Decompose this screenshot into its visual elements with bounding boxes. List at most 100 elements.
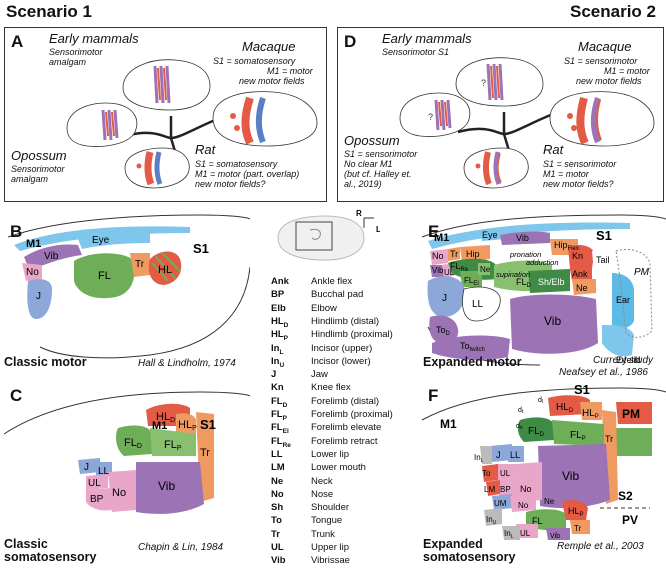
f-lm-label: LM bbox=[484, 485, 495, 494]
e-vib-top-label: Vib bbox=[516, 233, 529, 243]
e-s1-label: S1 bbox=[596, 228, 612, 243]
e-pm-label: PM bbox=[634, 267, 650, 278]
legend-abbr: Vib bbox=[271, 555, 286, 567]
f-m1-label: M1 bbox=[440, 417, 457, 431]
e-no-label: No bbox=[432, 251, 444, 261]
c-m1-label: M1 bbox=[152, 420, 167, 432]
opossum-desc-2: amalgam bbox=[11, 174, 49, 184]
rat-brain-d bbox=[463, 147, 529, 189]
e-kn bbox=[568, 245, 594, 269]
panel-f-map: M1 S1 PM S2 PV HLD HLP Tr FLD FLP dl dt … bbox=[421, 382, 666, 540]
panel-f-label: F bbox=[428, 386, 439, 405]
panel-a-brains bbox=[66, 59, 318, 189]
c-no-label: No bbox=[112, 487, 126, 499]
fl-area bbox=[74, 253, 135, 299]
e-eye-area bbox=[480, 231, 506, 241]
f-s2-fl-label: FL bbox=[532, 516, 543, 526]
hlp-area bbox=[176, 413, 196, 438]
f-bp-label: BP bbox=[500, 485, 511, 494]
ll-area bbox=[96, 462, 112, 476]
f-flp-label: FLP bbox=[570, 430, 586, 442]
opossum-desc-4-d: al., 2019) bbox=[344, 179, 382, 189]
e-m1-band bbox=[428, 222, 630, 249]
f-to-label: To bbox=[482, 469, 491, 478]
rat-brain bbox=[124, 147, 190, 189]
macaque-desc-2: M1 = motor bbox=[267, 66, 313, 76]
panel-e-map: M1 S1 Eye Vib No Tr Hip HipFlex Kn Ank T… bbox=[421, 214, 666, 366]
c-j-label: J bbox=[84, 462, 89, 473]
e-hip-label: Hip bbox=[466, 249, 480, 259]
f-pm-label: PM bbox=[622, 407, 640, 421]
f-to bbox=[482, 464, 498, 482]
f-fld-label: FLD bbox=[528, 426, 545, 438]
b-m1-label: M1 bbox=[26, 238, 41, 250]
panel-f-citation: Remple et al., 2003 bbox=[557, 541, 644, 552]
panel-b-citation: Hall & Lindholm, 1974 bbox=[138, 358, 236, 369]
f-s2-vib bbox=[546, 528, 570, 540]
macaque-desc-3-d: new motor fields bbox=[576, 76, 642, 86]
legend-description: Knee flex bbox=[311, 382, 351, 394]
e-to-d bbox=[429, 315, 459, 344]
e-eyelid bbox=[602, 325, 634, 357]
e-ne-label: Ne bbox=[480, 265, 491, 274]
macaque-brain-d bbox=[549, 91, 655, 147]
legend-description: Hindlimb (proximal) bbox=[311, 329, 393, 341]
scenario-2-title: Scenario 2 bbox=[570, 2, 656, 21]
f-inu-label: InU bbox=[486, 515, 497, 526]
e-tail-label: Tail bbox=[596, 255, 610, 265]
legend-description: Incisor (lower) bbox=[311, 355, 371, 367]
panel-c-citation: Chapin & Lin, 1984 bbox=[138, 542, 224, 553]
f-no bbox=[516, 462, 542, 502]
legend-description: Forelimb retract bbox=[311, 435, 378, 447]
e-sh-elb bbox=[528, 269, 570, 293]
legend-abbr: J bbox=[271, 369, 277, 381]
macaque-title: Macaque bbox=[242, 39, 296, 54]
panel-a-label: A bbox=[11, 32, 24, 51]
e-to-twitch-label: Totwitch bbox=[460, 341, 485, 353]
f-um-label: UM bbox=[494, 499, 507, 508]
orient-l: L bbox=[376, 225, 380, 234]
legend-abbr: Ne bbox=[271, 475, 284, 487]
legend-description: Trunk bbox=[311, 528, 335, 540]
early-mammals-title: Early mammals bbox=[49, 31, 139, 46]
opossum-desc-1-d: S1 = sensorimotor bbox=[344, 149, 418, 159]
f-j-label: J bbox=[496, 450, 501, 460]
e-to-d-label: ToD bbox=[436, 325, 451, 337]
tr-area bbox=[130, 253, 150, 277]
legend-description: Vibrissae bbox=[311, 555, 350, 567]
f-no-label: No bbox=[520, 484, 532, 494]
legend-description: Upper lip bbox=[311, 542, 350, 553]
e-ank bbox=[570, 269, 592, 281]
j-area-c bbox=[78, 458, 100, 474]
e-j-label: J bbox=[442, 293, 447, 304]
orient-r: R bbox=[356, 209, 362, 218]
panel-b-label: B bbox=[10, 222, 23, 241]
f-ul bbox=[496, 464, 518, 480]
c-fld-label: FLD bbox=[124, 437, 142, 450]
rat-desc-3-d: new motor fields? bbox=[543, 179, 614, 189]
e-hip-flex-label: HipFlex bbox=[554, 240, 579, 252]
j-area bbox=[27, 279, 52, 319]
legend-abbr: InU bbox=[271, 355, 285, 369]
e-to-twitch bbox=[432, 335, 510, 360]
legend-abbr: Ank bbox=[271, 276, 289, 287]
legend-description: Elbow bbox=[311, 302, 337, 314]
b-hl-label: HL bbox=[158, 264, 172, 276]
opossum-brain bbox=[66, 102, 138, 147]
opossum-desc-1: Sensorimotor bbox=[11, 164, 65, 174]
panel-c-caption-2: somatosensory bbox=[4, 550, 97, 564]
panel-e-citation-2: Neafsey et al., 1986 bbox=[559, 367, 648, 378]
f-pm bbox=[616, 402, 652, 424]
f-inu bbox=[484, 508, 502, 526]
opossum-desc-3-d: (but cf. Halley et. bbox=[344, 169, 412, 179]
flp-area bbox=[150, 428, 196, 456]
f-s1-label: S1 bbox=[574, 382, 590, 397]
opossum-desc-2-d: No clear M1 bbox=[344, 159, 393, 169]
f-s2-tr-label: Tr bbox=[574, 524, 582, 533]
legend-abbr: Elb bbox=[271, 302, 286, 314]
e-ne bbox=[478, 263, 490, 275]
legend-abbr: HLD bbox=[271, 315, 289, 329]
f-s2-hl-label: HLP bbox=[568, 506, 584, 518]
legend-description: Ankle flex bbox=[311, 276, 353, 287]
panel-e-label: E bbox=[428, 222, 440, 241]
